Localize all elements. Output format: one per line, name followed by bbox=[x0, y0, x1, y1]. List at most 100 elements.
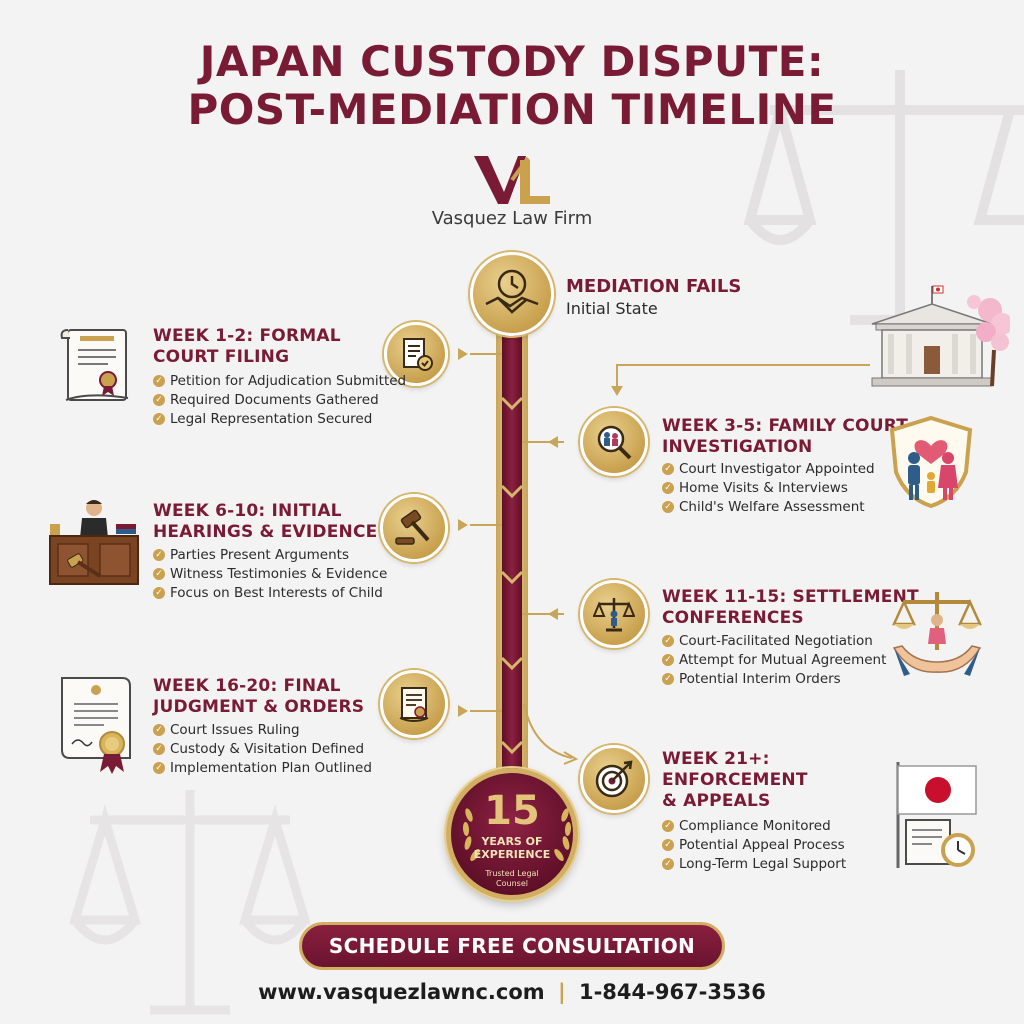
connector-line bbox=[522, 441, 564, 443]
gavel-icon bbox=[395, 509, 430, 545]
website-link[interactable]: www.vasquezlawnc.com bbox=[258, 980, 545, 1004]
connector-line bbox=[616, 364, 870, 366]
badge-line-2: EXPERIENCE bbox=[473, 848, 551, 861]
list-item: Court-Facilitated Negotiation bbox=[662, 632, 886, 651]
step-4-title-line-1: WEEK 11-15: SETTLEMENT bbox=[662, 587, 919, 607]
connector-arrow bbox=[548, 436, 558, 448]
step-3-title-line-1: WEEK 6-10: INITIAL bbox=[153, 501, 342, 521]
family-shield-illustration bbox=[889, 415, 973, 509]
step-5-icon-circle bbox=[380, 670, 448, 738]
background-scales-icon bbox=[70, 790, 310, 1015]
step-5-title-line-2: JUDGMENT & ORDERS bbox=[153, 697, 365, 717]
schedule-consultation-button[interactable]: SCHEDULE FREE CONSULTATION bbox=[299, 922, 725, 970]
title-line-2: POST-MEDIATION TIMELINE bbox=[187, 85, 837, 134]
list-item: Court Investigator Appointed bbox=[662, 460, 875, 479]
contact-footer: www.vasquezlawnc.com | 1-844-967-3536 bbox=[0, 980, 1024, 1004]
list-item: Potential Appeal Process bbox=[662, 836, 846, 855]
step-3-bullets: Parties Present Arguments Witness Testim… bbox=[153, 546, 387, 603]
badge-number: 15 bbox=[484, 788, 540, 834]
certificate-ribbon-illustration bbox=[61, 677, 131, 774]
step-1-bullets: Petition for Adjudication Submitted Requ… bbox=[153, 372, 406, 429]
badge-tag-1: Trusted Legal bbox=[485, 869, 539, 878]
step-1-title: WEEK 1-2: FORMAL COURT FILING bbox=[153, 326, 341, 368]
list-item: Potential Interim Orders bbox=[662, 670, 886, 689]
badge-tag-2: Counsel bbox=[496, 879, 528, 888]
step-5-title-line-1: WEEK 16-20: FINAL bbox=[153, 676, 341, 696]
list-item: Court Issues Ruling bbox=[153, 721, 372, 740]
list-item: Focus on Best Interests of Child bbox=[153, 584, 387, 603]
step-5-bullets: Court Issues Ruling Custody & Visitation… bbox=[153, 721, 372, 778]
step-4-bullets: Court-Facilitated Negotiation Attempt fo… bbox=[662, 632, 886, 689]
firm-name: Vasquez Law Firm bbox=[431, 208, 593, 229]
list-item: Legal Representation Secured bbox=[153, 410, 406, 429]
connector-curve bbox=[523, 703, 579, 765]
step-2-bullets: Court Investigator Appointed Home Visits… bbox=[662, 460, 875, 517]
japan-flag-document-illustration bbox=[896, 762, 977, 868]
chevron-down-icon bbox=[500, 656, 524, 670]
step-2-icon-circle bbox=[580, 408, 648, 476]
step-4-title-line-2: CONFERENCES bbox=[662, 608, 804, 628]
mediation-title: MEDIATION FAILS bbox=[566, 276, 742, 297]
chevron-down-icon bbox=[500, 570, 524, 584]
page-title: JAPAN CUSTODY DISPUTE: POST-MEDIATION TI… bbox=[0, 38, 1024, 134]
title-line-1: JAPAN CUSTODY DISPUTE: bbox=[199, 37, 825, 86]
courthouse-illustration bbox=[871, 285, 1010, 387]
connector-line bbox=[522, 613, 564, 615]
handshake-clock-icon bbox=[485, 269, 539, 314]
document-check-icon bbox=[403, 338, 433, 371]
list-item: Long-Term Legal Support bbox=[662, 855, 846, 874]
step-6-title: WEEK 21+: ENFORCEMENT & APPEALS bbox=[662, 749, 808, 812]
magnifier-family-icon bbox=[597, 425, 632, 460]
connector-arrow bbox=[611, 386, 623, 396]
step-2-title: WEEK 3-5: FAMILY COURT INVESTIGATION bbox=[662, 416, 908, 458]
experience-badge: 15 YEARS OF EXPERIENCE Trusted Legal Cou… bbox=[446, 768, 578, 900]
list-item: Required Documents Gathered bbox=[153, 391, 406, 410]
footer-separator: | bbox=[557, 980, 566, 1004]
step-6-icon-circle bbox=[580, 745, 648, 813]
step-4-icon-circle bbox=[580, 580, 648, 648]
phone-number[interactable]: 1-844-967-3536 bbox=[578, 980, 766, 1004]
connector-line bbox=[616, 364, 618, 386]
scroll-certificate-illustration bbox=[60, 329, 129, 401]
mediation-subtitle: Initial State bbox=[566, 299, 658, 318]
list-item: Compliance Monitored bbox=[662, 817, 846, 836]
target-icon bbox=[595, 760, 633, 798]
scroll-seal-icon bbox=[399, 687, 429, 722]
mediation-step-icon bbox=[470, 252, 554, 336]
vl-logo-icon bbox=[474, 156, 550, 204]
step-1-title-line-2: COURT FILING bbox=[153, 347, 290, 367]
list-item: Home Visits & Interviews bbox=[662, 479, 875, 498]
chevron-down-icon bbox=[500, 484, 524, 498]
list-item: Child's Welfare Assessment bbox=[662, 498, 875, 517]
step-3-icon-circle bbox=[380, 494, 448, 562]
step-1-title-line-1: WEEK 1-2: FORMAL bbox=[153, 326, 341, 346]
connector-line bbox=[470, 353, 502, 355]
laurel-wreath-icon bbox=[462, 808, 572, 861]
list-item: Witness Testimonies & Evidence bbox=[153, 565, 387, 584]
badge-tagline: Trusted Legal Counsel bbox=[451, 869, 573, 889]
step-3-title: WEEK 6-10: INITIAL HEARINGS & EVIDENCE bbox=[153, 501, 377, 543]
list-item: Parties Present Arguments bbox=[153, 546, 387, 565]
scales-icon bbox=[593, 598, 635, 632]
list-item: Attempt for Mutual Agreement bbox=[662, 651, 886, 670]
badge-years-label: YEARS OF EXPERIENCE bbox=[451, 835, 573, 861]
step-2-title-line-1: WEEK 3-5: FAMILY COURT bbox=[662, 416, 909, 436]
step-6-bullets: Compliance Monitored Potential Appeal Pr… bbox=[662, 817, 846, 874]
list-item: Implementation Plan Outlined bbox=[153, 759, 372, 778]
step-6-title-line-2: ENFORCEMENT bbox=[662, 770, 808, 790]
connector-line bbox=[470, 710, 502, 712]
step-6-title-line-3: & APPEALS bbox=[662, 791, 771, 811]
connector-arrow bbox=[458, 519, 468, 531]
chevron-down-icon bbox=[500, 740, 524, 754]
step-4-title: WEEK 11-15: SETTLEMENT CONFERENCES bbox=[662, 587, 919, 629]
step-2-title-line-2: INVESTIGATION bbox=[662, 437, 813, 457]
step-1-icon-circle bbox=[384, 322, 448, 386]
timeline-spine bbox=[502, 320, 522, 780]
connector-arrow bbox=[458, 705, 468, 717]
judge-bench-illustration bbox=[49, 500, 139, 585]
list-item: Custody & Visitation Defined bbox=[153, 740, 372, 759]
scales-hands-illustration bbox=[892, 592, 982, 676]
badge-line-1: YEARS OF bbox=[481, 835, 543, 848]
list-item: Petition for Adjudication Submitted bbox=[153, 372, 406, 391]
chevron-down-icon bbox=[500, 396, 524, 410]
